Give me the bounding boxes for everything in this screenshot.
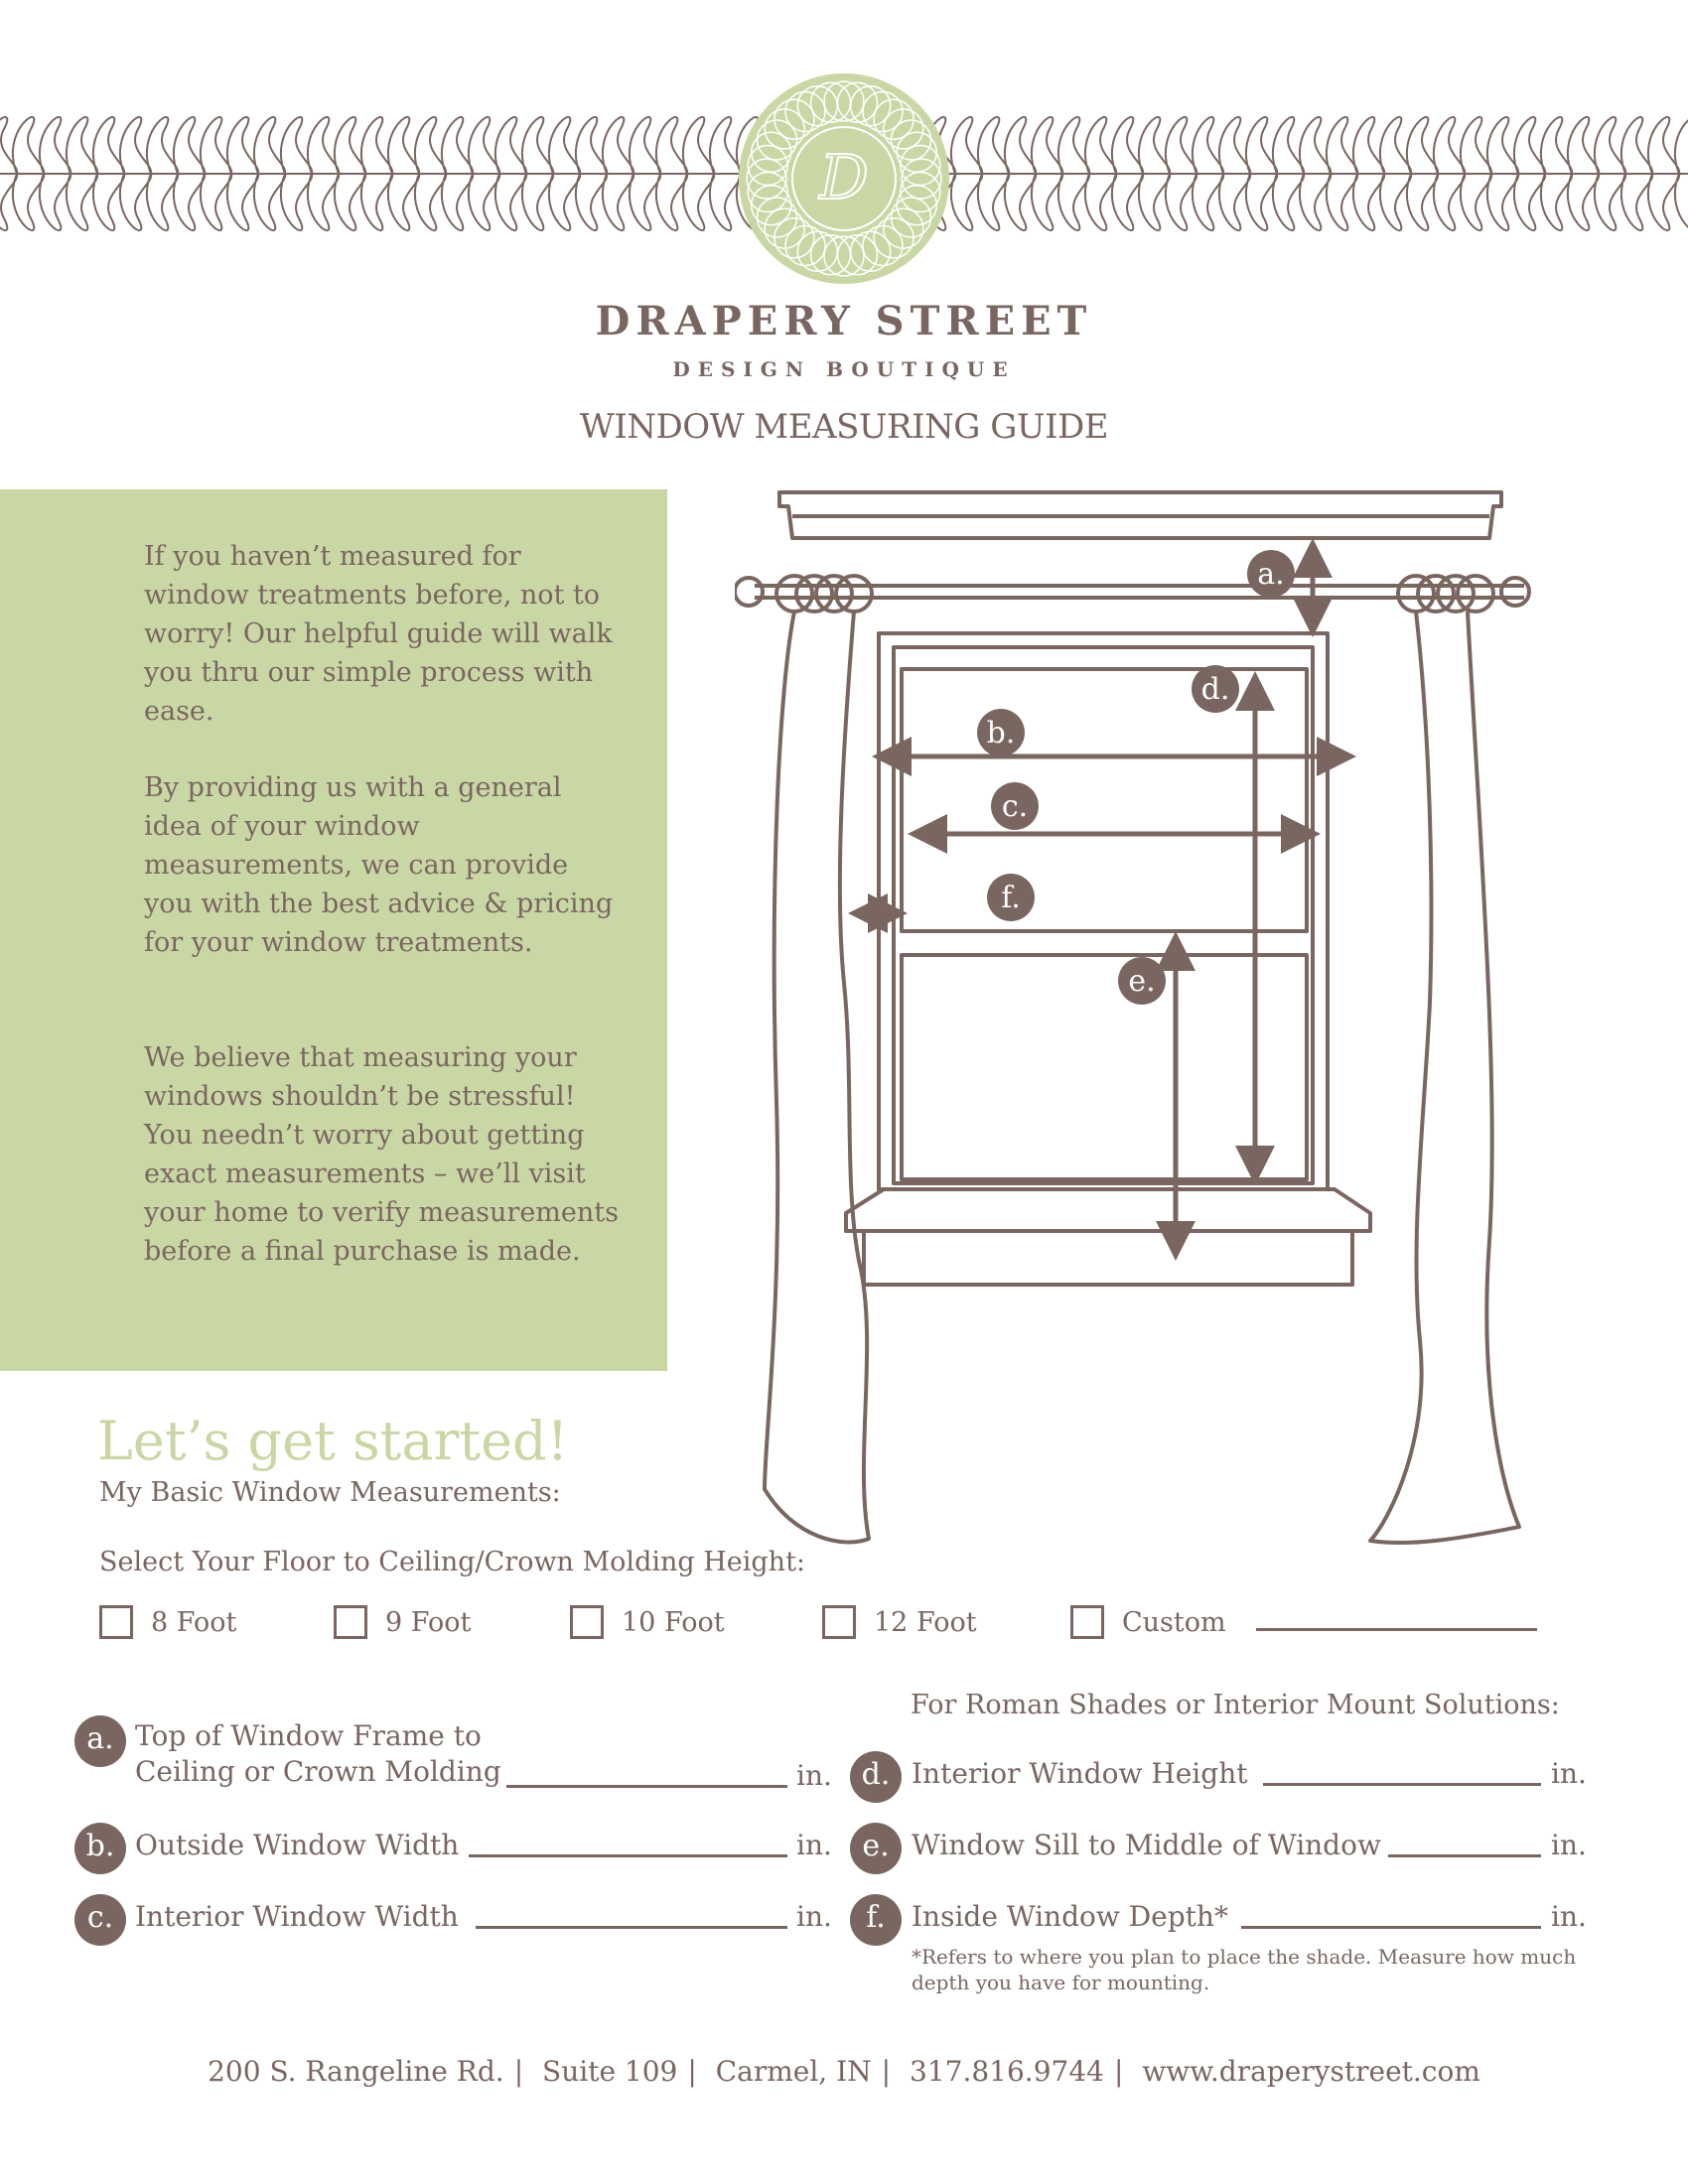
badge-d: d. — [850, 1751, 902, 1803]
badge-b: b. — [74, 1823, 126, 1874]
brand-name: DRAPERY STREET — [595, 298, 1093, 344]
badge-f: f. — [850, 1894, 902, 1946]
label-d: Interior Window Height — [912, 1757, 1248, 1790]
checkbox[interactable] — [822, 1605, 856, 1639]
checkbox[interactable] — [99, 1605, 133, 1639]
checkbox[interactable] — [334, 1605, 367, 1639]
field-a[interactable] — [506, 1785, 787, 1788]
field-c[interactable] — [476, 1926, 787, 1929]
marker-d: d. — [1201, 672, 1230, 707]
footer-address: 200 S. Rangeline Rd. — [208, 2055, 504, 2088]
label-f: Inside Window Depth* — [912, 1900, 1228, 1933]
marker-a: a. — [1257, 557, 1284, 592]
footer-contact: 200 S. Rangeline Rd.| Suite 109| Carmel,… — [208, 2055, 1480, 2088]
footer-city: Carmel, IN — [715, 2055, 872, 2088]
checkbox[interactable] — [1070, 1605, 1104, 1639]
monogram: D — [818, 141, 869, 213]
label-a-line1: Top of Window Frame to — [135, 1719, 482, 1752]
badge-a: a. — [74, 1715, 126, 1767]
marker-e: e. — [1128, 964, 1155, 999]
label-b: Outside Window Width — [135, 1829, 460, 1861]
field-f[interactable] — [1241, 1926, 1541, 1929]
crown-molding — [777, 490, 1503, 540]
window-diagram: a. d. b. c. f. e. — [735, 490, 1531, 1546]
logo-medallion: D — [739, 73, 949, 284]
floor-height-label: Select Your Floor to Ceiling/Crown Moldi… — [99, 1547, 806, 1577]
unit-a: in. — [796, 1759, 832, 1792]
field-b[interactable] — [469, 1854, 787, 1857]
intro-paragraph-3: We believe that measuring your windows s… — [144, 1042, 619, 1267]
option-custom[interactable]: Custom — [1070, 1603, 1226, 1641]
unit-d: in. — [1551, 1757, 1587, 1790]
unit-e: in. — [1551, 1829, 1587, 1861]
marker-f: f. — [1001, 881, 1021, 915]
intro-panel: If you haven’t measured for window treat… — [0, 489, 667, 1371]
badge-c: c. — [74, 1894, 126, 1946]
start-heading: Let’s get started! — [97, 1410, 569, 1472]
option-12-foot[interactable]: 12 Foot — [822, 1603, 977, 1641]
unit-f: in. — [1551, 1900, 1587, 1933]
footer-website[interactable]: www.draperystreet.com — [1142, 2055, 1480, 2088]
option-9-foot[interactable]: 9 Foot — [334, 1603, 471, 1641]
footer-suite: Suite 109 — [542, 2055, 678, 2088]
footer-phone: 317.816.9744 — [910, 2055, 1104, 2088]
roman-shades-label: For Roman Shades or Interior Mount Solut… — [911, 1690, 1560, 1720]
left-curtain — [763, 611, 871, 1545]
option-8-foot[interactable]: 8 Foot — [99, 1603, 236, 1641]
custom-height-field[interactable] — [1256, 1628, 1537, 1631]
page-title: WINDOW MEASURING GUIDE — [579, 407, 1109, 447]
field-e[interactable] — [1388, 1854, 1541, 1857]
brand-subtitle: DESIGN BOUTIQUE — [672, 357, 1016, 381]
option-10-foot[interactable]: 10 Foot — [570, 1603, 725, 1641]
marker-b: b. — [987, 716, 1016, 751]
label-e: Window Sill to Middle of Window — [912, 1829, 1381, 1861]
unit-b: in. — [796, 1829, 832, 1861]
label-a-line2: Ceiling or Crown Molding — [135, 1755, 501, 1788]
field-d[interactable] — [1263, 1783, 1541, 1786]
intro-paragraph-2: By providing us with a general idea of y… — [144, 772, 614, 958]
badge-e: e. — [850, 1823, 902, 1874]
intro-paragraph-1: If you haven’t measured for window treat… — [144, 541, 613, 727]
marker-c: c. — [1002, 789, 1028, 824]
curtain-rod — [755, 584, 1524, 600]
window-frame — [877, 631, 1330, 1191]
window-sill — [844, 1187, 1372, 1233]
footnote: *Refers to where you plan to place the s… — [912, 1945, 1577, 1994]
checkbox[interactable] — [570, 1605, 604, 1639]
label-c: Interior Window Width — [135, 1900, 459, 1933]
unit-c: in. — [796, 1900, 832, 1933]
right-curtain — [1368, 611, 1521, 1546]
basic-measurements-label: My Basic Window Measurements: — [99, 1477, 561, 1508]
